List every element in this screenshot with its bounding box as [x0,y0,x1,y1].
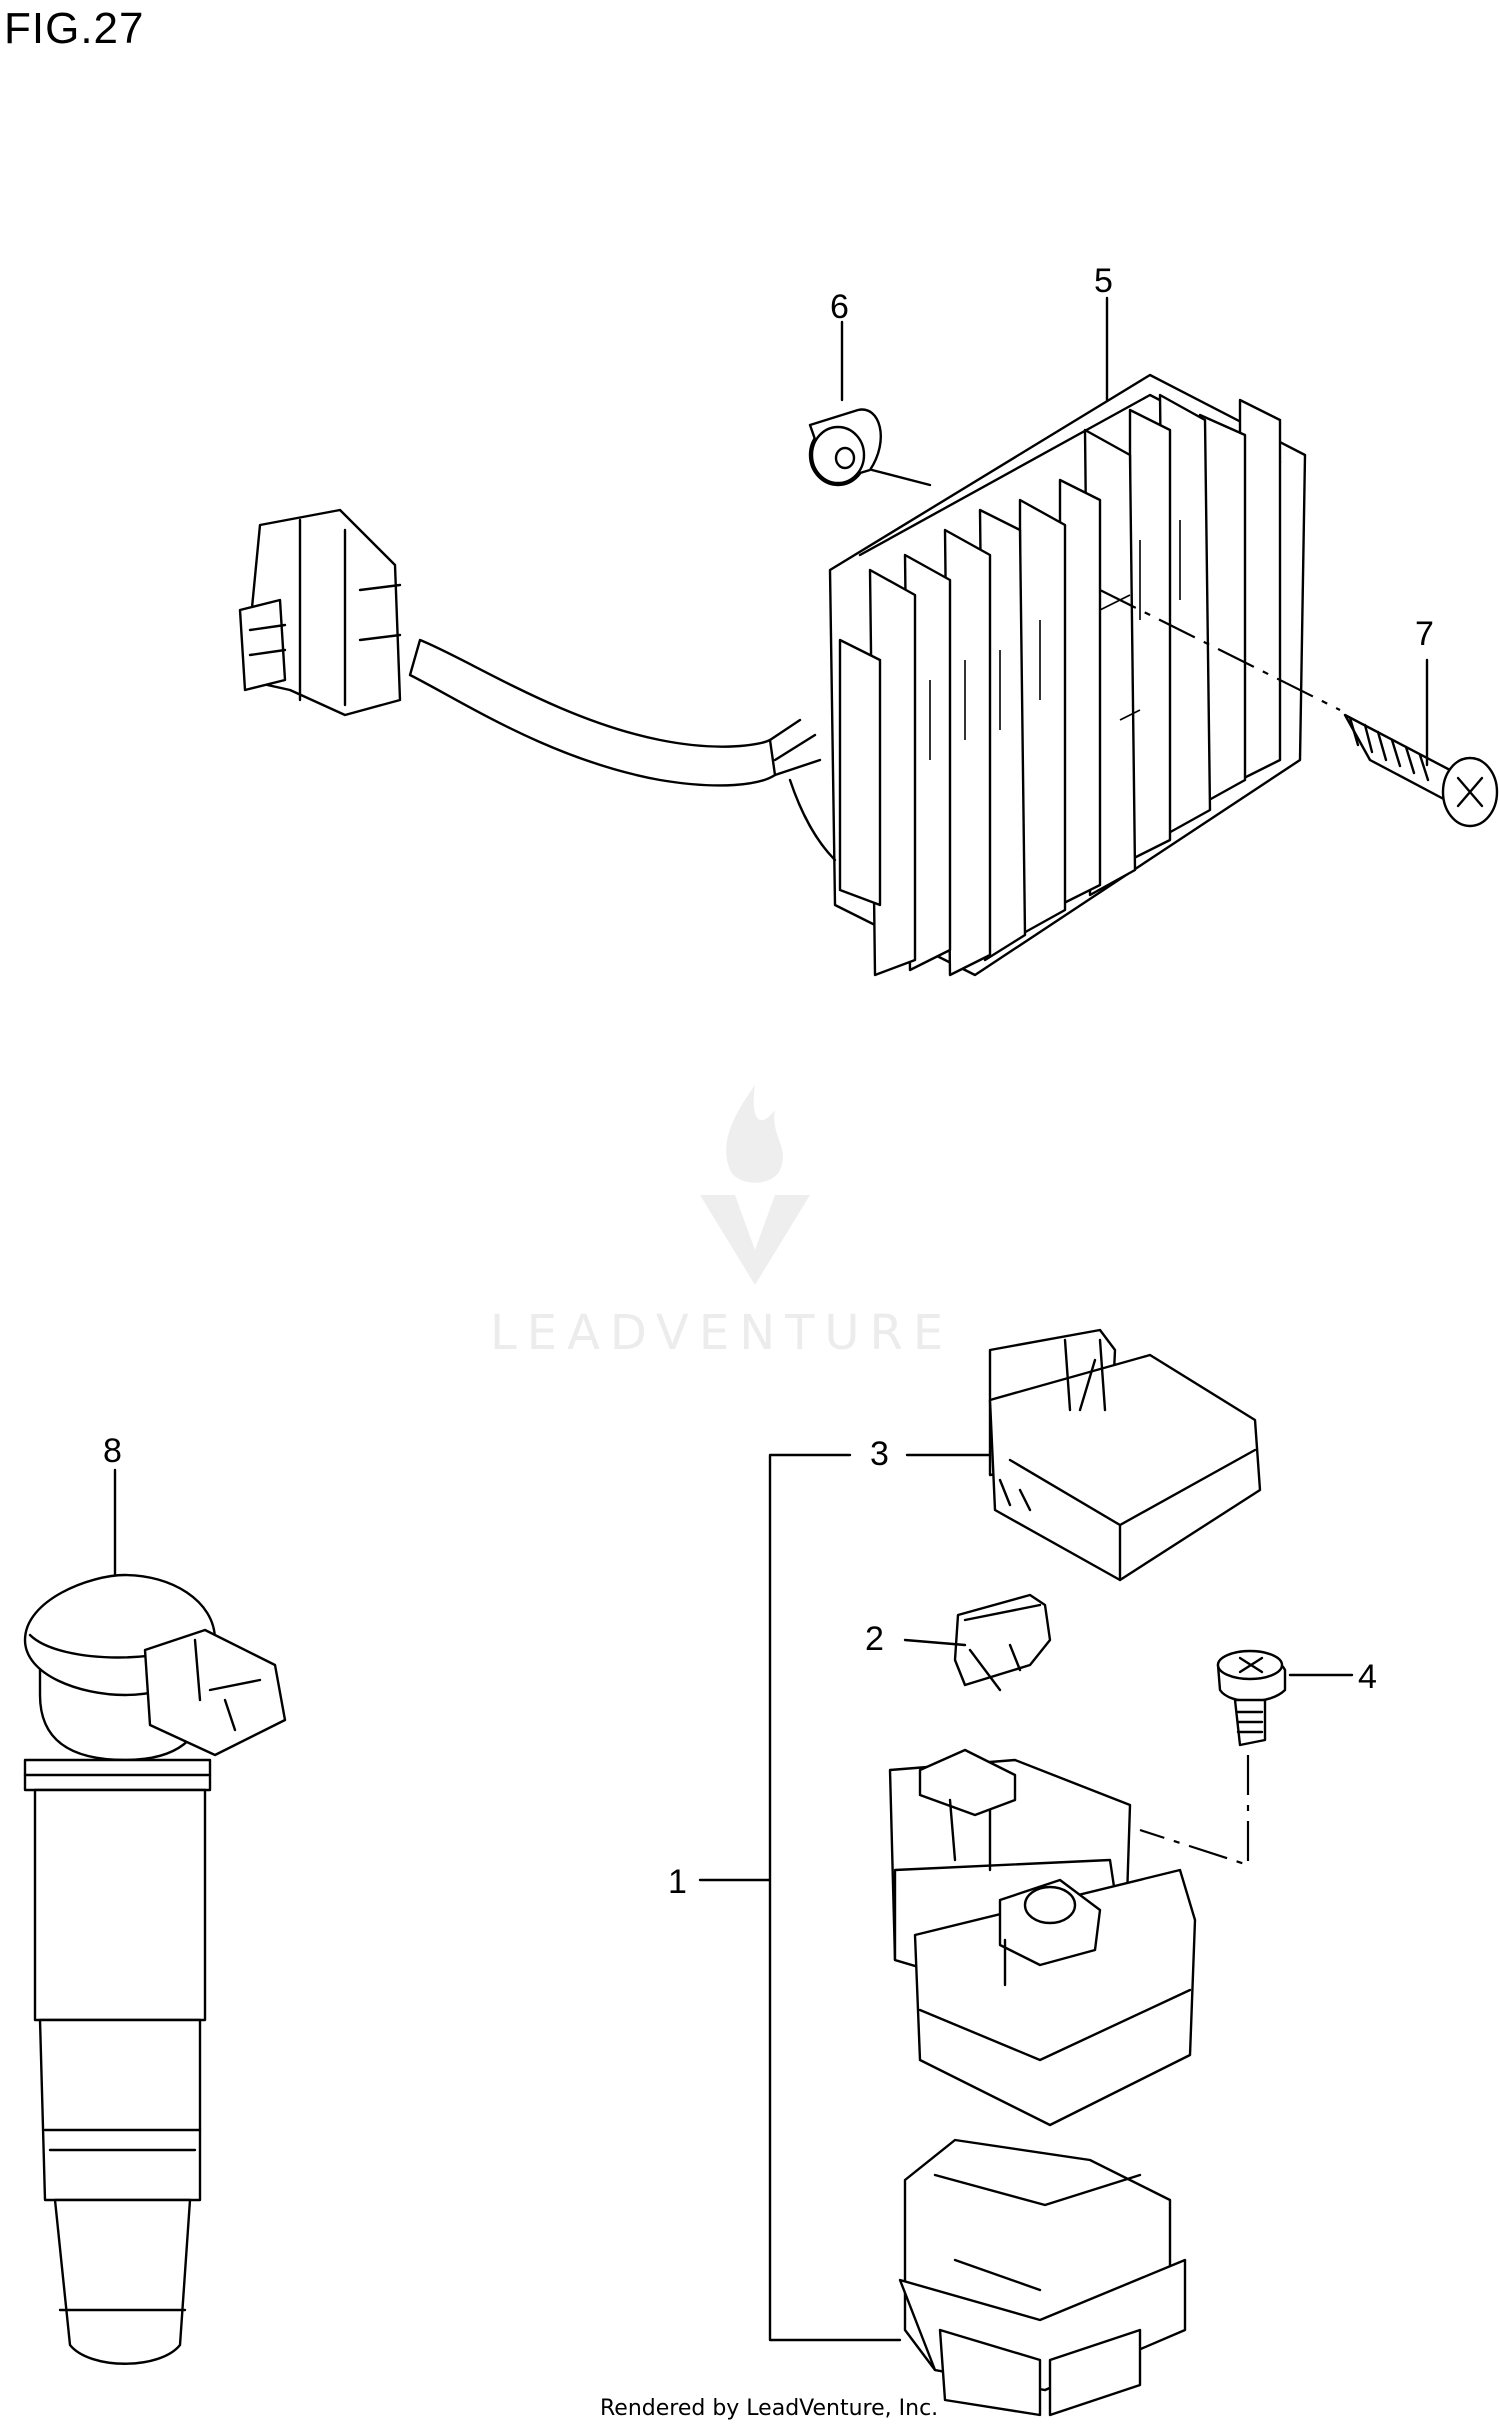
part-7-bolt[interactable] [1099,589,1499,828]
watermark-text: LEADVENTURE [490,1305,954,1361]
callout-label-2: 2 [865,1620,884,1658]
part-1-starter-relay[interactable] [888,1748,1197,2417]
part-5-regulator-rectifier[interactable] [828,373,1307,977]
part-5-harness-connector [238,508,837,862]
watermark-logo [700,1085,810,1285]
part-4-screw[interactable] [1139,1649,1354,1867]
callout-label-7: 7 [1415,615,1434,653]
callout-label-1: 1 [668,1863,687,1901]
part-3-relay-cover[interactable] [988,1328,1262,1582]
part-6-collar[interactable] [808,408,932,487]
callout-label-5: 5 [1094,262,1113,300]
figure-title: FIG.27 [4,4,145,53]
callout-label-4: 4 [1358,1658,1377,1696]
part-2-fuse[interactable] [903,1593,1052,1692]
callout-label-6: 6 [830,288,849,326]
leader-lines [113,296,1429,1577]
callout-label-3: 3 [870,1435,889,1473]
footer-credit: Rendered by LeadVenture, Inc. [600,2396,939,2421]
callout-label-8: 8 [103,1432,122,1470]
item-1-bracket [698,1453,902,2342]
part-8-ignition-coil[interactable] [23,1573,287,2365]
